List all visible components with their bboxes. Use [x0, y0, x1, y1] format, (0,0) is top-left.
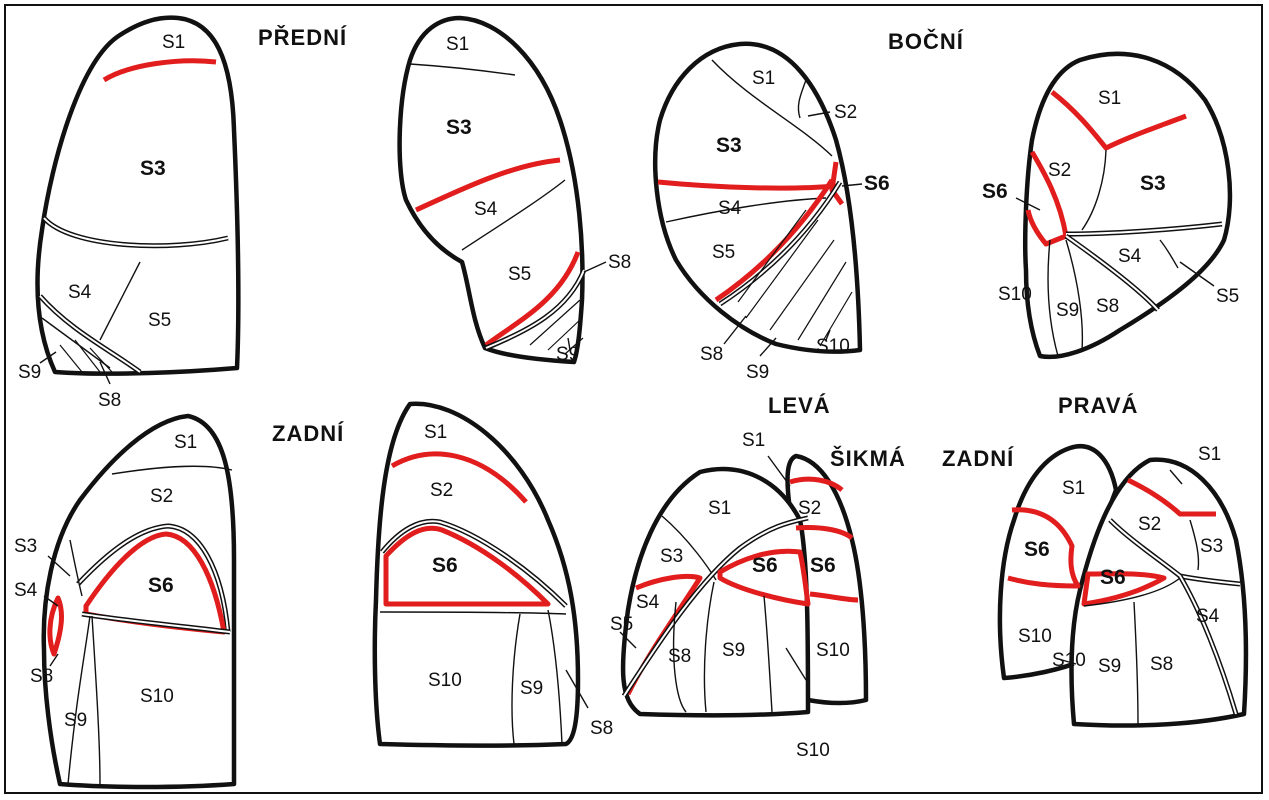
seg-s6: S6: [810, 554, 836, 577]
lung-lateral-left: S1 S2 S3 S6 S4 S5 S8 S9 S10: [653, 41, 890, 383]
lung-posterior-left: S1 S2 S3 S4 S6 S8 S10 S9: [14, 413, 237, 790]
label-left: LEVÁ: [768, 393, 831, 418]
seg-s1: S1: [174, 432, 197, 453]
label-posterior2: ZADNÍ: [942, 446, 1014, 471]
seg-s1: S1: [1062, 478, 1085, 499]
seg-s8: S8: [608, 252, 631, 273]
seg-s9: S9: [746, 362, 769, 383]
seg-s6: S6: [982, 180, 1008, 203]
seg-s1: S1: [742, 430, 765, 451]
seg-s10: S10: [816, 640, 850, 661]
seg-s6: S6: [1024, 538, 1050, 561]
seg-s8: S8: [1096, 296, 1119, 317]
seg-s3: S3: [716, 134, 742, 157]
seg-s2: S2: [798, 498, 821, 519]
seg-s1: S1: [1098, 88, 1121, 109]
seg-s1: S1: [1198, 444, 1221, 465]
seg-s4: S4: [474, 199, 498, 220]
seg-s3: S3: [660, 546, 683, 567]
seg-s1: S1: [424, 422, 447, 443]
seg-s2: S2: [1048, 160, 1071, 181]
seg-s4: S4: [1196, 606, 1220, 627]
seg-s9: S9: [64, 710, 87, 731]
seg-s1: S1: [446, 34, 469, 55]
seg-s1: S1: [752, 68, 775, 89]
seg-s9: S9: [520, 678, 543, 699]
lung-lateral-right: S1 S3 S4 S5 S8 S9: [397, 15, 631, 365]
label-posterior: ZADNÍ: [272, 421, 344, 446]
seg-s5: S5: [148, 310, 171, 331]
seg-s2: S2: [150, 486, 173, 507]
seg-s6: S6: [432, 554, 458, 577]
seg-s9: S9: [722, 640, 745, 661]
seg-s1: S1: [708, 498, 731, 519]
seg-s3: S3: [140, 157, 166, 180]
seg-s1: S1: [162, 32, 185, 53]
figure-frame: [4, 4, 1263, 794]
seg-s5: S5: [610, 614, 633, 635]
lung-right-posterior: S1 S1 S2 S3 S6 S6 S4 S10 S10 S9 S8: [997, 444, 1249, 728]
seg-s2: S2: [1138, 514, 1161, 535]
seg-s6: S6: [864, 172, 890, 195]
lung-posterior-right: S1 S2 S6 S10 S9 S8: [372, 401, 613, 748]
seg-s6: S6: [1100, 566, 1126, 589]
seg-s3: S3: [14, 536, 37, 557]
seg-s2: S2: [834, 102, 857, 123]
seg-s10: S10: [796, 740, 830, 761]
seg-s10: S10: [1052, 650, 1086, 671]
seg-s5: S5: [712, 242, 735, 263]
seg-s4: S4: [1118, 246, 1142, 267]
seg-s6: S6: [752, 554, 778, 577]
seg-s10: S10: [1018, 626, 1052, 647]
seg-s9: S9: [556, 344, 579, 365]
lung-lateral-right-2: S1 S2 S3 S6 S4 S10 S9 S8 S5: [982, 51, 1239, 360]
seg-s9: S9: [1056, 300, 1079, 321]
seg-s8: S8: [590, 718, 613, 739]
seg-s10: S10: [140, 686, 174, 707]
seg-s4: S4: [636, 592, 660, 613]
seg-s2: S2: [430, 480, 453, 501]
seg-s6: S6: [148, 574, 174, 597]
seg-s3: S3: [1200, 536, 1223, 557]
seg-s4: S4: [68, 282, 92, 303]
seg-s10: S10: [998, 284, 1032, 305]
seg-s9: S9: [1098, 656, 1121, 677]
seg-s8: S8: [1150, 654, 1173, 675]
seg-s5: S5: [508, 264, 531, 285]
seg-s3: S3: [1140, 172, 1166, 195]
lung-left-oblique: S1 S1 S2 S3 S6 S6 S4 S5 S8 S9 S10 S10: [610, 430, 869, 761]
label-lateral: BOČNÍ: [888, 29, 964, 54]
seg-s10: S10: [428, 670, 462, 691]
label-right: PRAVÁ: [1058, 393, 1138, 418]
seg-s9: S9: [18, 362, 41, 383]
label-anterior: PŘEDNÍ: [258, 25, 347, 50]
label-oblique: ŠIKMÁ: [830, 446, 906, 471]
seg-s8: S8: [700, 344, 723, 365]
seg-s5: S5: [1216, 286, 1239, 307]
seg-s8: S8: [98, 390, 121, 411]
seg-s4: S4: [718, 198, 742, 219]
lung-anterior-right: S1 S3 S4 S5 S9 S8: [18, 15, 241, 411]
seg-s4: S4: [14, 580, 38, 601]
seg-s10: S10: [816, 336, 850, 357]
seg-s8: S8: [30, 666, 53, 687]
seg-s8: S8: [668, 646, 691, 667]
seg-s3: S3: [446, 116, 472, 139]
